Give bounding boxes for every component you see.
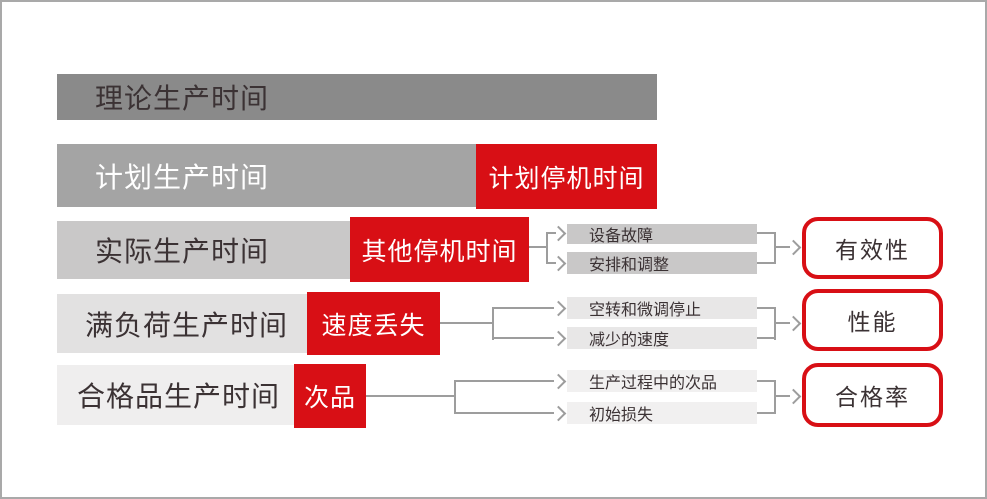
connector-line — [492, 337, 554, 339]
connector-line — [492, 307, 494, 340]
loss-speed-loss-label: 速度丢失 — [321, 311, 426, 340]
bar-theoretical-time: 理论生产时间 — [57, 74, 657, 120]
bar-actual-time-label: 实际生产时间 — [95, 236, 270, 267]
cause-setup-adjustment: 安排和调整 — [567, 252, 757, 274]
cause-setup-adjustment-label: 安排和调整 — [589, 257, 670, 274]
loss-other-downtime-label: 其他停机时间 — [361, 237, 518, 266]
connector-line — [454, 380, 554, 382]
metric-performance-label: 性能 — [847, 309, 898, 335]
connector-line — [757, 232, 775, 234]
bar-theoretical-time-label: 理论生产时间 — [95, 83, 270, 114]
arrow-right-icon — [785, 388, 802, 405]
arrow-right-icon — [550, 373, 567, 390]
connector-line — [757, 380, 775, 382]
connector-line — [366, 395, 456, 397]
arrow-right-icon — [550, 300, 567, 317]
loss-defects: 次品 — [294, 364, 366, 428]
bar-fullload-time: 满负荷生产时间 — [57, 294, 307, 353]
metric-performance: 性能 — [802, 289, 943, 351]
arrow-right-icon — [785, 239, 802, 256]
connector-line — [757, 337, 775, 339]
connector-line — [454, 412, 554, 414]
bar-quality-time-label: 合格品生产时间 — [77, 381, 281, 412]
cause-reduced-speed-label: 减少的速度 — [589, 332, 670, 349]
cause-startup-loss: 初始损失 — [567, 402, 757, 424]
metric-availability-label: 有效性 — [835, 237, 910, 263]
loss-speed-loss: 速度丢失 — [307, 292, 440, 355]
connector-line — [546, 232, 548, 264]
bar-fullload-time-label: 满负荷生产时间 — [85, 309, 289, 341]
connector-line — [440, 322, 494, 324]
loss-defects-label: 次品 — [303, 384, 356, 412]
connector-line — [757, 412, 775, 414]
arrow-right-icon — [785, 315, 802, 332]
arrow-right-icon — [550, 255, 567, 272]
cause-process-defects-label: 生产过程中的次品 — [589, 375, 718, 392]
metric-quality-rate-label: 合格率 — [835, 384, 910, 410]
bar-quality-time: 合格品生产时间 — [57, 365, 294, 425]
connector-line — [774, 246, 790, 248]
connector-line — [774, 380, 776, 414]
arrow-right-icon — [550, 330, 567, 347]
cause-idling-minor-stops: 空转和微调停止 — [567, 297, 757, 319]
connector-line — [454, 380, 456, 414]
metric-quality-rate: 合格率 — [802, 363, 943, 427]
bar-actual-time: 实际生产时间 — [57, 221, 350, 279]
cause-process-defects: 生产过程中的次品 — [567, 370, 757, 392]
arrow-right-icon — [550, 405, 567, 422]
bar-planned-time-label: 计划生产时间 — [95, 161, 270, 193]
cause-startup-loss-label: 初始损失 — [589, 407, 654, 424]
connector-line — [529, 246, 547, 248]
bar-planned-time: 计划生产时间 — [57, 144, 476, 207]
cause-equipment-failure-label: 设备故障 — [589, 228, 654, 245]
connector-line — [757, 262, 775, 264]
connector-line — [757, 307, 775, 309]
connector-line — [774, 232, 776, 264]
metric-availability: 有效性 — [802, 217, 943, 279]
loss-planned-downtime: 计划停机时间 — [476, 144, 657, 209]
connector-line — [548, 232, 556, 234]
cause-equipment-failure: 设备故障 — [567, 224, 757, 245]
connector-line — [774, 395, 790, 397]
loss-other-downtime: 其他停机时间 — [350, 217, 529, 282]
connector-line — [548, 262, 556, 264]
cause-idling-minor-stops-label: 空转和微调停止 — [589, 302, 702, 319]
connector-line — [774, 322, 790, 324]
connector-line — [492, 307, 554, 309]
arrow-right-icon — [550, 225, 567, 242]
loss-planned-downtime-label: 计划停机时间 — [488, 164, 645, 193]
cause-reduced-speed: 减少的速度 — [567, 327, 757, 349]
